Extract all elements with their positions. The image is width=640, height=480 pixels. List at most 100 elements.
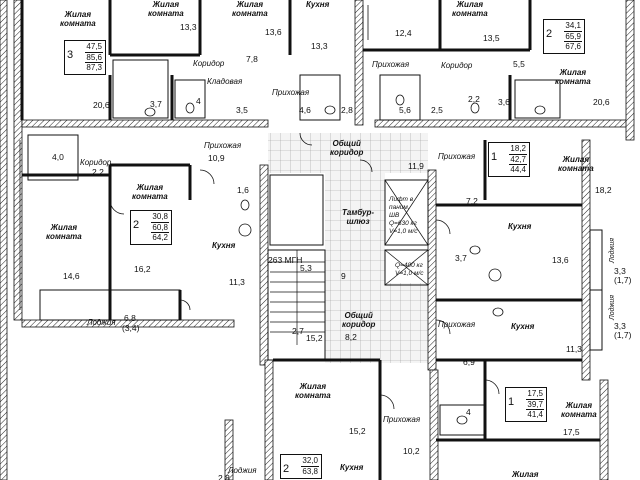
room-label-lr-tl: Жилая комната: [60, 10, 96, 28]
room-label-a-13-3a: 13,3: [180, 22, 197, 32]
room-label-a-18-2: 18,2: [595, 185, 612, 195]
apartment-area-value: 44,4: [510, 165, 526, 174]
room-label-a-11-3-l: 11,3: [229, 277, 245, 287]
room-label-a-4: 4: [196, 96, 201, 106]
apartment-rooms-count: 2: [546, 28, 553, 40]
room-label-lr-b2: Жилая комната: [561, 401, 597, 419]
room-label-a-13-6a: 13,6: [265, 27, 282, 37]
room-label-hall-b: Прихожая: [383, 415, 421, 424]
room-label-balc-r2: Лоджия: [609, 295, 616, 321]
room-label-a-3-5: 3,5: [236, 105, 248, 115]
room-label-balcony-l: Лоджия: [87, 318, 116, 327]
apartment-area-value: 85,6: [85, 52, 103, 63]
apartment-rooms-count: 1: [491, 151, 498, 163]
room-label-lr-l2: Жилая комната: [46, 223, 82, 241]
apartment-rooms-count: 2: [133, 219, 140, 231]
room-label-a-3-7-r: 3,7: [455, 253, 467, 263]
room-label-a-13-5: 13,5: [483, 33, 500, 43]
windows: [19, 5, 369, 310]
room-label-kitchen-l: Кухня: [212, 241, 236, 250]
room-label-a-15-2-b: 15,2: [349, 426, 366, 436]
room-label-a-14-6: 14,6: [63, 271, 80, 281]
room-label-a-16-2: 16,2: [134, 264, 151, 274]
apartment-area-value: 47,5: [85, 42, 103, 53]
door-swings: [109, 132, 500, 410]
room-label-mgn: 263 МГН: [268, 255, 303, 265]
room-label-a-5-3: 5,3: [300, 263, 312, 273]
apartment-rooms-count: 2: [283, 463, 290, 475]
room-label-a-2-8: 2,8: [341, 105, 353, 115]
room-label-a-20-6-r: 20,6: [593, 97, 610, 107]
room-label-a-12-4: 12,4: [395, 28, 412, 38]
room-label-kitchen-t: Кухня: [306, 0, 330, 9]
apartment-area-value: 39,7: [526, 399, 544, 410]
room-label-a-17-5: 17,5: [563, 427, 580, 437]
corridor-tiles-right: [385, 283, 430, 363]
room-label-tambur: Тамбур- шлюз: [342, 208, 375, 226]
room-label-lr-r2: Жилая комната: [558, 155, 594, 173]
apartment-area-value: 67,6: [565, 42, 581, 51]
room-label-closet-tl: Кладовая: [207, 77, 243, 86]
room-label-hall-tl: Прихожая: [272, 88, 310, 97]
room-label-a-4-b: 4: [466, 407, 471, 417]
room-label-balc-b: Лоджия: [228, 466, 257, 475]
room-label-kitchen-r1: Кухня: [508, 222, 532, 231]
apartment-area-value: 30,8: [151, 212, 169, 223]
bathroom-fixtures: [144, 94, 546, 425]
room-label-a-3-4: (3,4): [122, 323, 140, 333]
common-corridor-top: [268, 133, 428, 173]
room-label-lr-b1: Жилая комната: [295, 382, 331, 400]
room-label-a-8-2: 8,2: [345, 332, 357, 342]
room-label-lr-l1: Жилая комната: [132, 183, 168, 201]
apartment-area-value: 32,0: [301, 456, 319, 467]
room-label-a-10-2: 10,2: [403, 446, 420, 456]
apartment-area-value: 64,2: [152, 233, 168, 242]
room-label-a-2-8-b: 2,8: [218, 473, 230, 480]
room-label-a-11-3-r: 11,3: [566, 344, 582, 354]
apartment-area-value: 87,3: [86, 63, 102, 72]
room-label-a-3-3a: 3,3 (1,7): [614, 266, 632, 285]
room-label-lr-t4: Жилая комната: [452, 0, 488, 18]
apartment-area-value: 65,9: [564, 31, 582, 42]
room-label-corr-l: Коридор: [80, 158, 112, 167]
room-label-a-4-0: 4,0: [52, 152, 64, 162]
elevator-label: Лифт в паним. ШВ Q=630 кг V=1,0 м/с: [389, 196, 418, 235]
room-label-a-3-7: 3,7: [150, 99, 162, 109]
room-label-balc-r1: Лоджия: [609, 238, 616, 264]
room-label-a-15-2-m: 15,2: [306, 333, 323, 343]
apartment-area-value: 42,7: [509, 154, 527, 165]
room-label-a-9: 9: [341, 271, 346, 281]
room-label-a-11-9: 11,9: [408, 161, 424, 171]
room-label-corr-tl: Коридор: [193, 59, 225, 68]
lobby-tiles: [325, 173, 385, 363]
room-label-hall-r2: Прихожая: [438, 320, 476, 329]
room-label-a-2-2-l: 2,2: [92, 167, 104, 177]
room-label-a-3-3b: 3,3 (1,7): [614, 321, 632, 340]
room-label-lr-t3: Жилая комната: [232, 0, 268, 18]
room-label-hall-l: Прихожая: [204, 141, 242, 150]
room-label-hall-tc: Прихожая: [372, 60, 410, 69]
room-label-a-13-6b: 13,6: [552, 255, 569, 265]
room-label-a-20-6-l: 20,6: [93, 100, 110, 110]
staircase: [270, 250, 325, 345]
apartment-area-value: 63,8: [302, 466, 318, 476]
apartment-rooms-count: 3: [67, 49, 74, 61]
elevator-shafts: [384, 179, 429, 286]
room-label-a-6-9: 6,9: [463, 357, 475, 367]
room-label-a-2-5: 2,5: [431, 105, 443, 115]
room-label-a-6-8: 6,8: [124, 313, 136, 323]
room-label-a-7-2: 7,2: [466, 196, 478, 206]
apartment-area-value: 60,8: [151, 222, 169, 233]
thin-lines: [27, 59, 603, 436]
apartment-rooms-count: 1: [508, 396, 515, 408]
room-label-a-10-9: 10,9: [208, 153, 225, 163]
apartment-area-value: 18,2: [509, 144, 527, 155]
room-label-a-3-6: 3,6: [498, 97, 510, 107]
apartment-area-value: 17,5: [526, 389, 544, 400]
